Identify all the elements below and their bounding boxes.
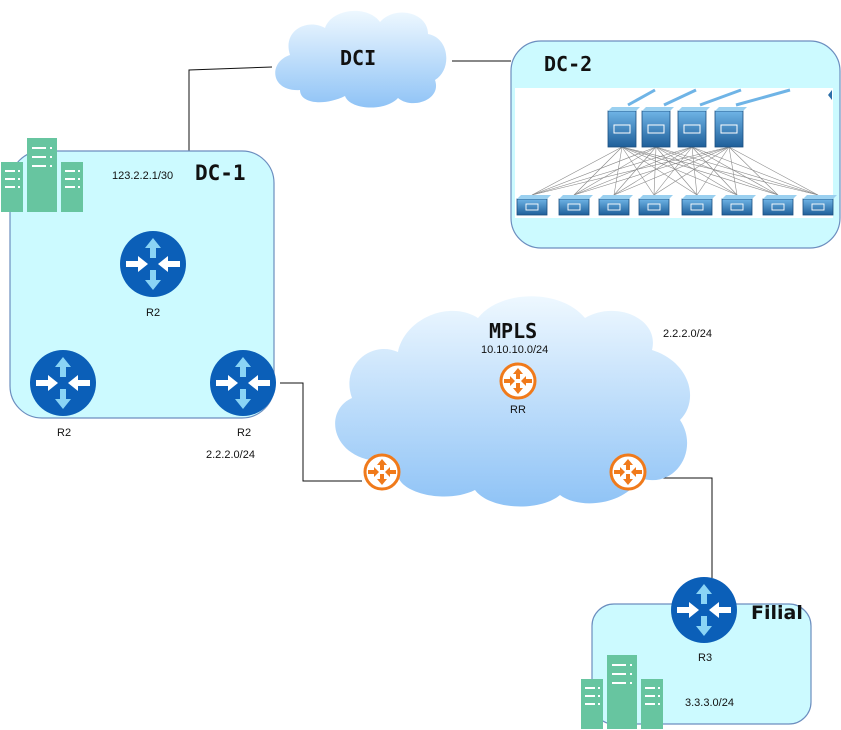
dc1-right-router-label: R2 [237, 427, 252, 439]
fabric-link [653, 146, 693, 196]
spine-switch [607, 106, 641, 148]
dc1-subnet-label: 123.2.2.1/30 [112, 170, 174, 182]
fabric-link [655, 146, 698, 196]
filial-router-icon[interactable] [671, 577, 737, 643]
fabric-link [613, 146, 730, 196]
filial-router-label: R3 [698, 652, 713, 664]
spine-switch [641, 106, 675, 148]
fabric-link [613, 146, 693, 196]
fabric-link [531, 146, 693, 196]
leaf-switch [802, 194, 838, 216]
leaf-switch [681, 194, 717, 216]
filial-subnet-label: 3.3.3.0/24 [685, 697, 734, 709]
mpls-subnet-label: 10.10.10.0/24 [481, 344, 549, 356]
leaf-switch [721, 194, 757, 216]
fabric-link [573, 146, 693, 196]
dc1-right-router-icon[interactable] [210, 350, 276, 416]
fabric-link [696, 146, 730, 196]
mpls-cloud [335, 296, 691, 507]
fabric-link [613, 146, 623, 196]
fabric-link [621, 146, 819, 196]
dc1-left-router-label: R2 [57, 427, 72, 439]
fabric-link [655, 146, 779, 196]
dc1-top-router-icon[interactable] [120, 231, 186, 297]
leaf-switch [598, 194, 634, 216]
spine-switch [677, 106, 711, 148]
fabric-link [655, 146, 738, 196]
fabric-link [573, 146, 730, 196]
mpls-right-subnet-label: 2.2.2.0/24 [663, 328, 712, 340]
link-mpls-filial [647, 477, 713, 578]
fabric-link [621, 146, 698, 196]
fabric-link [691, 146, 819, 196]
fabric-link [691, 146, 779, 196]
fabric-link [728, 146, 738, 196]
fabric-link [573, 146, 623, 196]
leaf-switch [762, 194, 798, 216]
dc2-fabric [515, 88, 838, 218]
fabric-link [613, 146, 657, 196]
rr-router-icon[interactable] [499, 362, 537, 400]
spine-switch [714, 106, 748, 148]
pe-right-router-icon[interactable] [609, 453, 647, 491]
fabric-link [573, 146, 657, 196]
fabric-link [653, 146, 657, 196]
dci-title: DCI [340, 46, 377, 70]
dc1-title: DC-1 [195, 161, 246, 185]
fabric-link [691, 146, 698, 196]
link-dc1-mpls [280, 382, 362, 482]
leaf-switch [638, 194, 674, 216]
leaf-switch [516, 194, 552, 216]
fabric-link [728, 146, 819, 196]
dc1-top-router-label: R2 [146, 307, 161, 319]
fabric-link [728, 146, 779, 196]
fabric-link [655, 146, 819, 196]
fabric-link [621, 146, 655, 196]
fabric-link [691, 146, 738, 196]
fabric-link [531, 146, 730, 196]
dci-cloud [275, 10, 447, 108]
fabric-link [531, 146, 623, 196]
dc1-server-rack-icon [1, 138, 83, 212]
mpls-title: MPLS [489, 319, 538, 343]
rr-router-label: RR [510, 404, 526, 416]
fabric-link [531, 146, 657, 196]
dc1-right-subnet-label: 2.2.2.0/24 [206, 449, 255, 461]
link-dc1-dci [188, 66, 273, 152]
dc1-left-router-icon[interactable] [30, 350, 96, 416]
pe-left-router-icon[interactable] [363, 453, 401, 491]
fabric-link [621, 146, 779, 196]
leaf-switch [558, 194, 594, 216]
fabric-link [621, 146, 738, 196]
dc2-title: DC-2 [544, 52, 593, 76]
filial-title: Filial [751, 602, 803, 624]
fabric-link [653, 146, 730, 196]
